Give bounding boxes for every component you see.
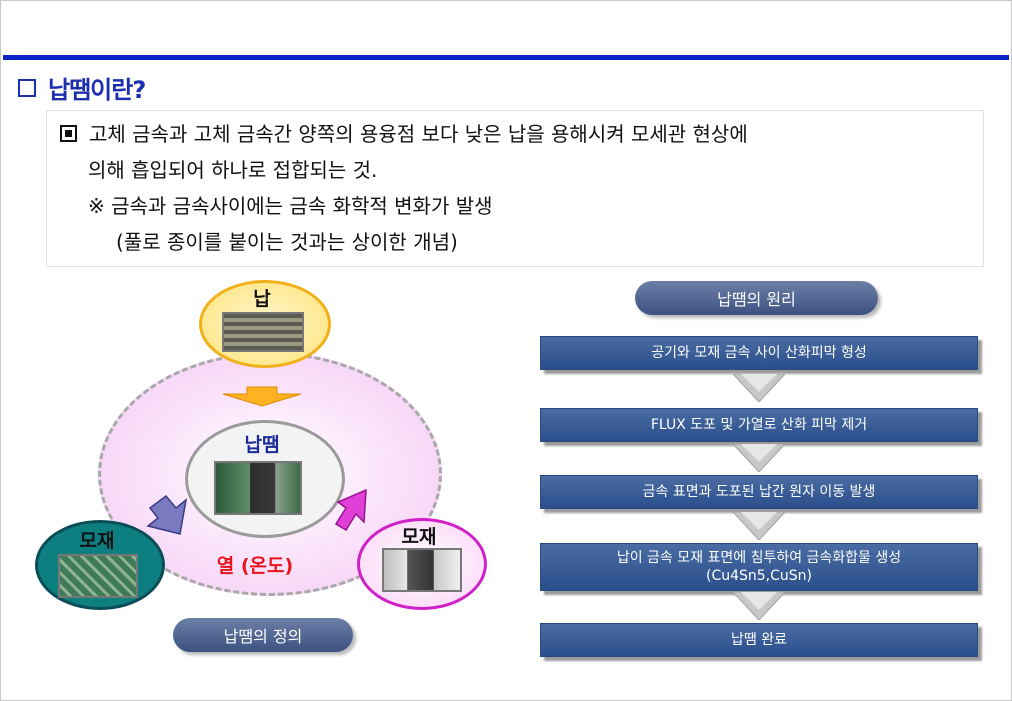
definition-box: [46, 110, 984, 267]
definition-note: ※ 금속과 금속사이에는 금속 화학적 변화가 발생: [88, 194, 493, 218]
solder-joint-label: 납땜: [244, 434, 280, 456]
definition-note-sub: (풀로 종이를 붙이는 것과는 상이한 개념): [116, 230, 458, 254]
base-metal-right-photo: [382, 548, 462, 592]
solder-label: 납: [253, 288, 271, 310]
principle-step-4: 납이 금속 모재 표면에 침투하여 금속화합물 생성(Cu4Sn5,CuSn): [540, 543, 978, 591]
square-bullet-icon: [60, 125, 77, 142]
diagonal-arrow-left-icon: [146, 494, 188, 535]
header-rule: [3, 55, 1009, 60]
definition-caption: 납땜의 정의: [173, 618, 353, 652]
diagonal-arrow-right-icon: [334, 488, 367, 532]
slide-title: 납땜이란?: [18, 70, 146, 105]
down-arrow-icon: [222, 386, 302, 407]
slide-title-text: 납땜이란?: [48, 76, 146, 104]
solder-joint-photo: [214, 461, 302, 515]
definition-line-2: 의해 흡입되어 하나로 접합되는 것.: [88, 158, 378, 182]
principle-step-2: FLUX 도포 및 가열로 산화 피막 제거: [540, 408, 978, 442]
principle-step-3: 금속 표면과 도포된 납간 원자 이동 발생: [540, 475, 978, 509]
solder-photo: [222, 312, 304, 352]
base-metal-left-label: 모재: [79, 530, 115, 552]
heat-label: 열 (온도): [216, 555, 294, 577]
principle-header: 납땜의 원리: [635, 281, 878, 315]
principle-step-5: 납땜 완료: [540, 623, 978, 657]
chevron-down-icon: [733, 444, 785, 472]
checkbox-bullet-icon: [18, 78, 36, 97]
principle-step-1: 공기와 모재 금속 사이 산화피막 형성: [540, 336, 978, 370]
chevron-down-icon: [733, 512, 785, 540]
base-metal-left-photo: [58, 554, 138, 598]
base-metal-right-label: 모재: [401, 526, 437, 548]
definition-line-1: 고체 금속과 고체 금속간 양쪽의 용융점 보다 낮은 납을 용해시켜 모세관 …: [60, 118, 748, 147]
chevron-down-icon: [733, 592, 785, 620]
chevron-down-icon: [733, 374, 785, 402]
